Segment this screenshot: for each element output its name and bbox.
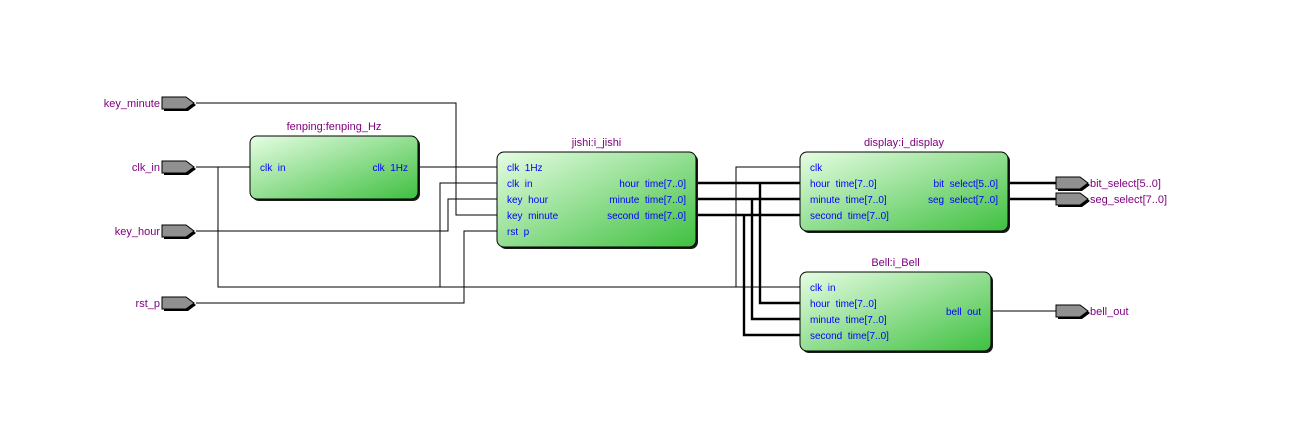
input-pin-label: rst_p xyxy=(136,298,160,310)
input-pin-key-minute[interactable]: key_minute xyxy=(104,96,196,111)
block-body xyxy=(496,151,697,248)
input-port-label: clk in xyxy=(810,283,836,294)
output-pin-label: seg_select[7..0] xyxy=(1090,194,1167,206)
input-port-label: clk in xyxy=(507,179,533,190)
block-body xyxy=(799,151,1009,232)
output-port-label: bell out xyxy=(946,307,981,318)
input-pin-label: key_minute xyxy=(104,98,160,110)
wire-clk-in-jishi[interactable] xyxy=(439,182,497,287)
wires xyxy=(196,102,1056,312)
wire-rst-p[interactable] xyxy=(196,230,497,304)
block-title: display:i_display xyxy=(864,137,945,149)
output-port-label: hour time[7..0] xyxy=(619,179,686,190)
input-port-label: hour time[7..0] xyxy=(810,299,877,310)
input-pin-rst-p[interactable]: rst_p xyxy=(136,296,196,311)
output-port-label: bit select[5..0] xyxy=(934,179,999,190)
output-pin-bell-out[interactable]: bell_out xyxy=(1055,304,1129,319)
input-port-label: clk 1Hz xyxy=(507,163,543,174)
buses xyxy=(696,181,1056,337)
block-title: Bell:i_Bell xyxy=(871,257,919,269)
input-pin-clk-in[interactable]: clk_in xyxy=(132,160,196,175)
wire-clk-in-display[interactable] xyxy=(735,166,800,287)
input-port-label: key minute xyxy=(507,211,559,222)
bus-minute-time[interactable] xyxy=(696,197,800,321)
output-port-label: clk 1Hz xyxy=(372,163,408,174)
output-pins: bit_select[5..0] seg_select[7..0] bell_out xyxy=(1055,176,1167,319)
input-port-label: minute time[7..0] xyxy=(810,195,887,206)
input-pin-key-hour[interactable]: key_hour xyxy=(115,224,196,239)
input-port-label: clk xyxy=(810,163,823,174)
input-port-label: key hour xyxy=(507,195,549,206)
input-pin-label: clk_in xyxy=(132,162,160,174)
bus-hour-time[interactable] xyxy=(696,181,800,305)
input-port-label: minute time[7..0] xyxy=(810,315,887,326)
output-port-label: minute time[7..0] xyxy=(609,195,686,206)
input-port-label: clk in xyxy=(260,163,286,174)
output-port-label: seg select[7..0] xyxy=(928,195,998,206)
wire-clk-in-branch[interactable] xyxy=(217,167,800,288)
wire-key-minute[interactable] xyxy=(196,102,497,216)
block-title: jishi:i_jishi xyxy=(571,137,622,149)
input-port-label: second time[7..0] xyxy=(810,211,889,222)
output-pin-seg-select[interactable]: seg_select[7..0] xyxy=(1055,192,1167,207)
input-pins: key_minute clk_in key_hour rst_p xyxy=(104,96,196,311)
output-pin-bit-select[interactable]: bit_select[5..0] xyxy=(1055,176,1161,191)
block-body xyxy=(799,271,992,352)
block-body xyxy=(249,135,419,200)
input-port-label: second time[7..0] xyxy=(810,331,889,342)
block-title: fenping:fenping_Hz xyxy=(287,121,382,133)
output-pin-label: bit_select[5..0] xyxy=(1090,178,1161,190)
input-port-label: rst p xyxy=(507,227,530,238)
output-pin-label: bell_out xyxy=(1090,306,1129,318)
input-pin-label: key_hour xyxy=(115,226,161,238)
wire-key-hour[interactable] xyxy=(196,198,497,232)
input-port-label: hour time[7..0] xyxy=(810,179,877,190)
bus-second-time[interactable] xyxy=(696,213,800,337)
output-port-label: second time[7..0] xyxy=(607,211,686,222)
